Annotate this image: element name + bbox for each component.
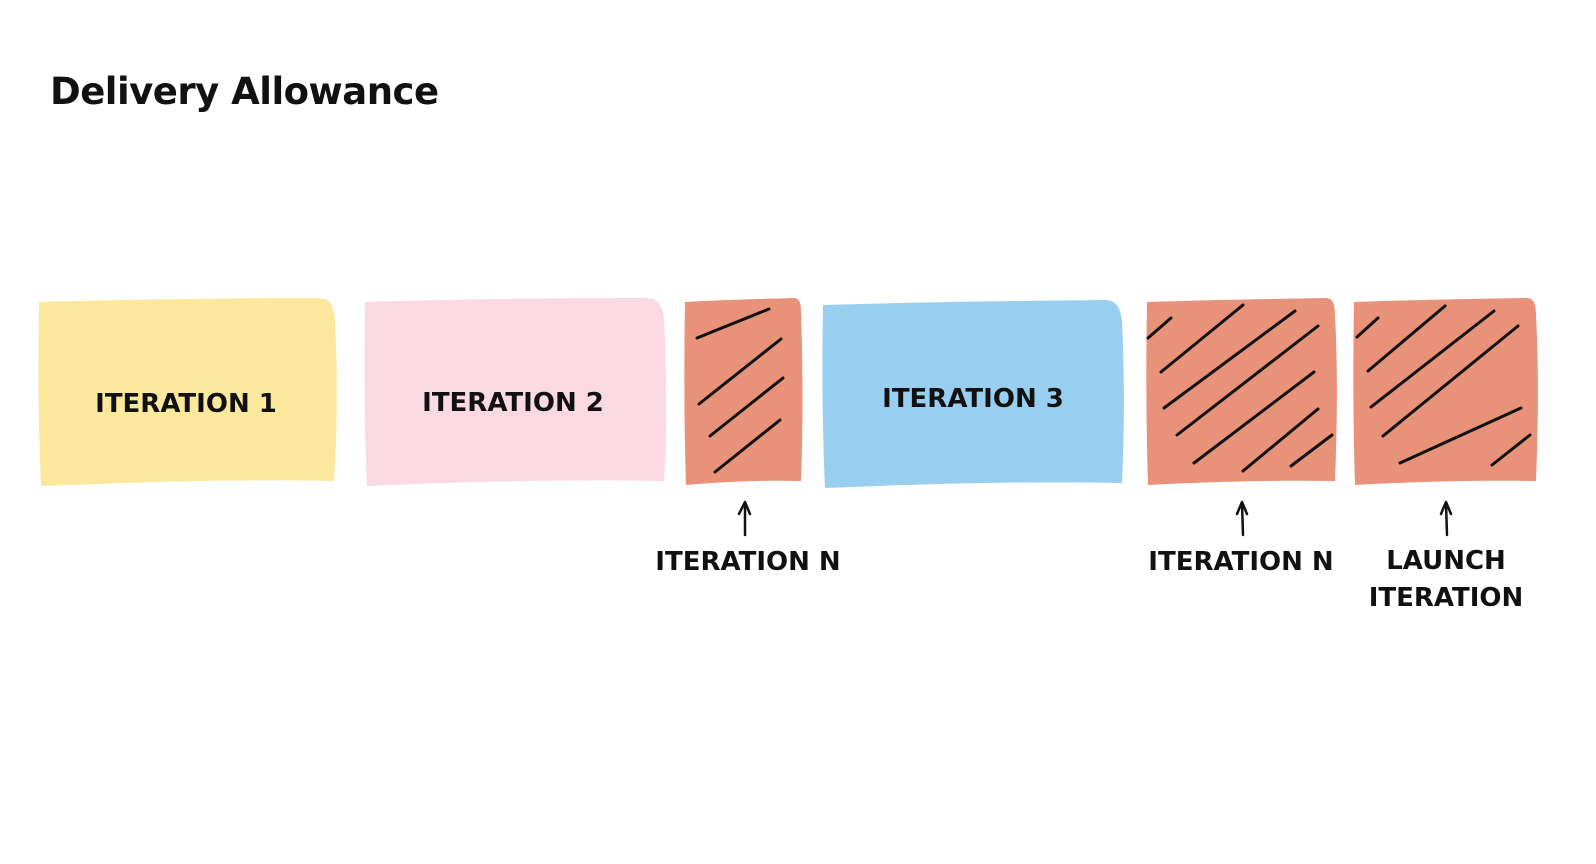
hatch-line: [1381, 324, 1520, 438]
hatch-line: [1490, 433, 1532, 467]
iteration-1-label: ITERATION 1: [95, 389, 277, 419]
caption-launch: LAUNCH: [1386, 546, 1506, 576]
hatch-line: [1355, 316, 1380, 339]
arrow-up-icon: [1235, 500, 1249, 537]
arrow-up-icon: [737, 500, 752, 537]
hatch-line: [1241, 407, 1320, 473]
page-title: Delivery Allowance: [50, 70, 439, 113]
iteration-3-shape: [822, 300, 1124, 488]
hatch-line: [1289, 433, 1334, 468]
iteration-1-block: ITERATION 1: [38, 298, 337, 486]
buffer-block-2: [1146, 298, 1337, 485]
hatch-line: [1398, 406, 1523, 465]
arrow-up-icon: [1439, 500, 1453, 537]
iteration-1-shape: [38, 298, 337, 486]
buffer-block-1: [684, 298, 803, 485]
caption-launch-iteration: ITERATION: [1369, 583, 1524, 613]
caption-iteration-n-1: ITERATION N: [655, 547, 840, 577]
hatch-line: [697, 337, 783, 406]
hatch-line: [1146, 316, 1173, 340]
iteration-2-block: ITERATION 2: [364, 298, 667, 486]
hatch-line: [1159, 303, 1245, 374]
hatch-line: [708, 376, 785, 438]
hatch-line: [1366, 304, 1447, 373]
hatch-line: [695, 307, 771, 340]
buffer-2-shape: [1146, 298, 1337, 485]
hatch-line: [1175, 324, 1320, 437]
hatch-line: [713, 418, 782, 474]
buffer-block-3: [1353, 298, 1538, 485]
iteration-3-label: ITERATION 3: [882, 384, 1064, 414]
iteration-3-block: ITERATION 3: [822, 300, 1124, 488]
caption-iteration-n-2: ITERATION N: [1148, 547, 1333, 577]
hatch-line: [1369, 309, 1496, 409]
hatch-line: [1162, 309, 1297, 410]
buffer-3-shape: [1353, 298, 1538, 485]
hatch-line: [1192, 370, 1316, 465]
buffer-1-shape: [684, 298, 803, 485]
iteration-2-label: ITERATION 2: [422, 388, 604, 418]
iteration-2-shape: [364, 298, 667, 486]
